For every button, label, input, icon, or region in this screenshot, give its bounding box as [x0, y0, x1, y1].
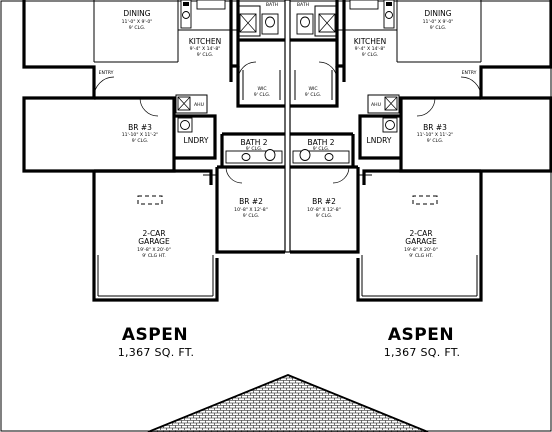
- exterior-wall: [92, 167, 285, 302]
- roof-elevation: [147, 374, 429, 432]
- unit-right-labels: DINING 11'-0" X 9'-0" 9' CLG. KITCHEN 9'…: [297, 2, 477, 359]
- unit-right-walls: [290, 0, 552, 302]
- room-label-garage-2: GARAGE: [405, 237, 437, 246]
- room-ceiling: 9' CLG HT.: [409, 253, 433, 259]
- room-label-laundry: LNDRY: [367, 136, 392, 145]
- room-label-bath: BATH: [266, 2, 278, 8]
- room-label-wic: WIC: [257, 86, 266, 92]
- room-size: 11'-0" X 9'-0": [423, 19, 454, 25]
- room-ceiling: 9' CLG.: [243, 213, 259, 219]
- room-label-kitchen: KITCHEN: [189, 37, 222, 46]
- room-label-bath: BATH: [297, 2, 309, 8]
- room-label-dining: DINING: [123, 9, 150, 18]
- room-label-entry: ENTRY: [99, 70, 114, 76]
- room-label-br3: BR #3: [423, 123, 447, 132]
- roof-shingles: [147, 374, 429, 432]
- room-ceiling: 9' CLG.: [427, 138, 443, 144]
- plan-title: ASPEN: [388, 325, 454, 345]
- room-size: 11'-10" X 11'-2": [417, 132, 454, 138]
- room-label-entry: ENTRY: [462, 70, 477, 76]
- room-ceiling: 9' CLG.: [197, 52, 213, 58]
- exterior-wall: [22, 0, 96, 173]
- party-wall: [284, 0, 291, 253]
- plan-area: 1,367 SQ. FT.: [384, 346, 461, 359]
- room-label-garage: 2-CAR: [409, 229, 432, 238]
- room-size: 10'-8" X 12'-8": [234, 207, 268, 213]
- room-size: 9'-4" X 14'-8": [355, 46, 386, 52]
- room-ceiling: 9' CLG.: [246, 146, 262, 152]
- plan-area: 1,367 SQ. FT.: [118, 346, 195, 359]
- room-label-garage: 2-CAR: [142, 229, 165, 238]
- room-label-garage-2: GARAGE: [138, 237, 170, 246]
- ahu-label: AHU: [371, 102, 381, 108]
- room-ceiling: 9' CLG.: [316, 213, 332, 219]
- room-label-laundry: LNDRY: [184, 136, 209, 145]
- room-ceiling: 9' CLG.: [254, 92, 270, 98]
- room-size: 11'-0" X 9'-0": [122, 19, 153, 25]
- room-size: 19'-8" X 20'-0": [137, 247, 171, 253]
- room-size: 10'-8" X 12'-8": [307, 207, 341, 213]
- room-label-br2: BR #2: [239, 197, 263, 206]
- room-label-bath2: BATH 2: [307, 138, 334, 147]
- room-label-br2: BR #2: [312, 197, 336, 206]
- ahu-label: AHU: [194, 102, 204, 108]
- room-ceiling: 9' CLG.: [305, 92, 321, 98]
- room-label-wic: WIC: [308, 86, 317, 92]
- room-ceiling: 9' CLG.: [129, 25, 145, 31]
- room-label-dining: DINING: [424, 9, 451, 18]
- room-ceiling: 9' CLG HT.: [142, 253, 166, 259]
- room-size: 11'-10" X 11'-2": [122, 132, 159, 138]
- roof-ridge-line: [147, 374, 429, 432]
- room-size: 9'-4" X 14'-8": [190, 46, 221, 52]
- plan-title: ASPEN: [122, 325, 188, 345]
- room-size: 19'-8" X 20'-0": [404, 247, 438, 253]
- room-ceiling: 9' CLG.: [132, 138, 148, 144]
- room-ceiling: 9' CLG.: [430, 25, 446, 31]
- room-label-bath2: BATH 2: [240, 138, 267, 147]
- room-ceiling: 9' CLG.: [362, 52, 378, 58]
- room-label-br3: BR #3: [128, 123, 152, 132]
- room-label-kitchen: KITCHEN: [354, 37, 387, 46]
- room-ceiling: 9' CLG.: [313, 146, 329, 152]
- unit-left: DINING 11'-0" X 9'-0" 9' CLG. KITCHEN 9'…: [22, 0, 285, 359]
